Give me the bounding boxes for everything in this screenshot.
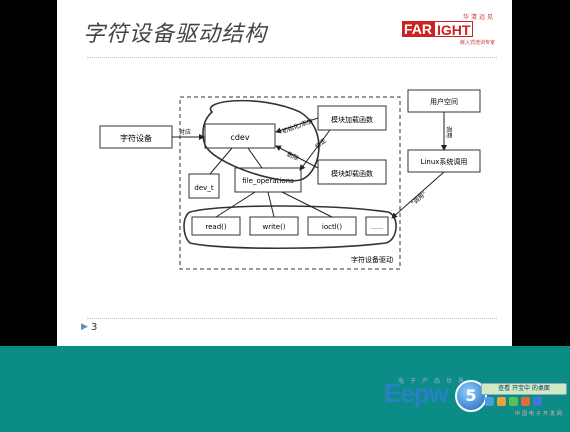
logo: 华清远见 FAR IGHT 嵌入式培训专家	[402, 12, 497, 46]
call-quoted-label: "调用"	[409, 190, 428, 208]
view-desktop-button[interactable]: 查看 开宝中 的桌面	[481, 383, 567, 395]
syscall-arrow	[391, 171, 445, 219]
char-device-label: 字符设备	[120, 133, 152, 143]
remove-label: 删除	[286, 150, 300, 162]
correspond-label: 对应	[179, 128, 191, 136]
module-unload-box	[317, 159, 387, 185]
top-divider	[87, 57, 497, 58]
write-label: write()	[262, 223, 285, 231]
driver-label: 字符设备驱动	[351, 255, 393, 264]
fops-write-line	[267, 191, 275, 218]
chat-icon[interactable]	[509, 397, 518, 406]
dev-t-box	[188, 173, 220, 199]
ioctl-label: ioctl()	[322, 223, 342, 231]
remote-desktop-tray[interactable]: 5 查看 开宝中 的桌面 中国电子开发网	[455, 380, 567, 424]
linux-syscall-label: Linux系统调用	[421, 157, 468, 166]
ellipsis-label: ……	[371, 224, 383, 231]
fops-read-line	[215, 191, 256, 218]
cdev-label: cdev	[230, 133, 249, 142]
pencil-icon[interactable]	[485, 397, 494, 406]
slide: 字符设备驱动结构 华清远见 FAR IGHT 嵌入式培训专家 ▶ 3	[57, 0, 512, 346]
bottom-divider	[87, 318, 497, 319]
page-arrow-icon: ▶	[81, 322, 88, 332]
user-space-label: 用户空间	[430, 97, 458, 106]
diagram: 字符设备 cdev 模块加载函数 模块卸载函数 dev_t file_opera…	[99, 89, 481, 270]
init-arrow	[275, 117, 319, 134]
logo-mark: FAR IGHT	[402, 21, 474, 38]
cdev-highlight-loop	[202, 99, 320, 182]
dev-t-label: dev_t	[194, 184, 213, 192]
logo-tagline: 嵌入式培训专家	[459, 40, 495, 46]
bind-label: 绑定	[314, 137, 328, 151]
watermark-small-text: 电子产品世界	[398, 378, 471, 385]
init-label: 初始化/添加	[281, 117, 314, 135]
logo-small-text: 华清远见	[462, 14, 495, 21]
slide-title: 字符设备驱动结构	[83, 22, 268, 47]
logo-brand-b: IGHT	[434, 21, 474, 38]
ellipsis-box	[365, 216, 389, 236]
fops-ioctl-line	[281, 191, 333, 218]
bind-arrow	[299, 129, 331, 171]
logo-brand-a: FAR	[402, 21, 434, 37]
read-label: read()	[205, 223, 226, 231]
screen-icon[interactable]	[533, 397, 542, 406]
page-number: 3	[91, 322, 98, 333]
methods-highlight-loop	[183, 205, 397, 250]
module-load-label: 模块加载函数	[331, 115, 373, 124]
remove-arrow	[275, 145, 319, 169]
tray-icons	[485, 397, 542, 406]
mail-icon[interactable]	[521, 397, 530, 406]
module-load-box	[317, 105, 387, 131]
module-unload-label: 模块卸载函数	[331, 169, 373, 178]
call-label: 调用	[445, 126, 453, 138]
cdev-fops-line	[247, 147, 263, 169]
folder-icon[interactable]	[497, 397, 506, 406]
cdev-box	[204, 123, 276, 149]
file-operations-label: file_operations	[242, 177, 294, 185]
watermark-logo: Eepw	[384, 378, 449, 408]
cdev-devt-line	[209, 147, 233, 175]
tray-subtext: 中国电子开发网	[515, 411, 565, 417]
